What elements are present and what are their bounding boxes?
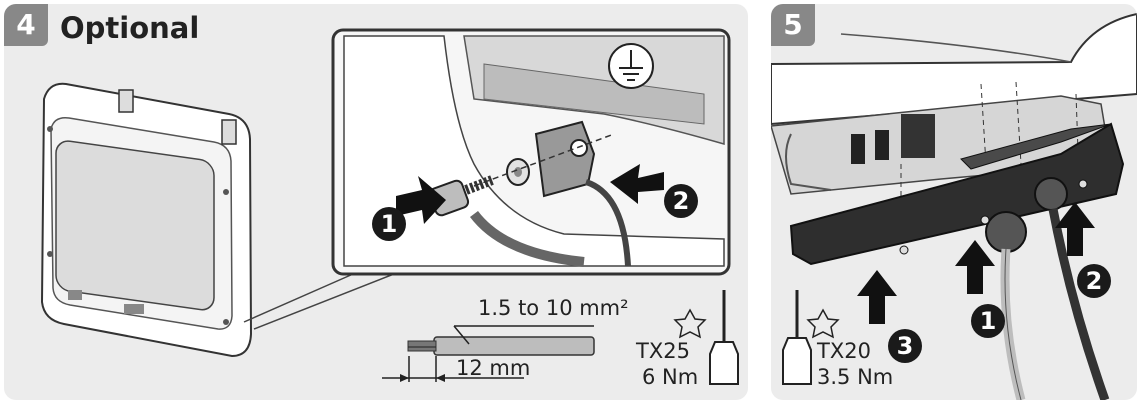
callout-2: 2 <box>1077 264 1111 298</box>
cable-cover <box>789 122 1125 266</box>
step-4-illustration <box>40 28 739 385</box>
step-number: 5 <box>771 4 815 46</box>
inverter-housing <box>40 82 253 358</box>
step-4-panel: 4 Optional 1 2 1.5 to 10 mm² 12 mm TX25 … <box>4 4 748 400</box>
torx-size-label: TX20 <box>817 339 871 363</box>
wire-strip-diagram <box>382 325 595 382</box>
screwdriver-tx25 <box>673 290 739 385</box>
screwdriver-tx20 <box>782 290 840 385</box>
step-number: 4 <box>4 4 48 46</box>
torque-label: 3.5 Nm <box>817 365 894 389</box>
step-5-illustration <box>771 12 1137 400</box>
step-5-panel: 5 1 2 3 TX20 3.5 Nm <box>771 4 1137 400</box>
callout-1: 1 <box>372 207 406 241</box>
callout-3: 3 <box>888 329 922 363</box>
callout-1: 1 <box>971 304 1005 338</box>
torx-size-label: TX25 <box>636 339 690 363</box>
torque-label: 6 Nm <box>642 365 699 389</box>
step-title: Optional <box>60 11 200 45</box>
wire-cross-section-label: 1.5 to 10 mm² <box>478 296 629 320</box>
detail-window <box>331 28 731 276</box>
strip-length-label: 12 mm <box>456 356 531 380</box>
torx-star-icon <box>673 308 707 339</box>
torx-star-icon <box>806 308 840 339</box>
callout-2: 2 <box>664 184 698 218</box>
